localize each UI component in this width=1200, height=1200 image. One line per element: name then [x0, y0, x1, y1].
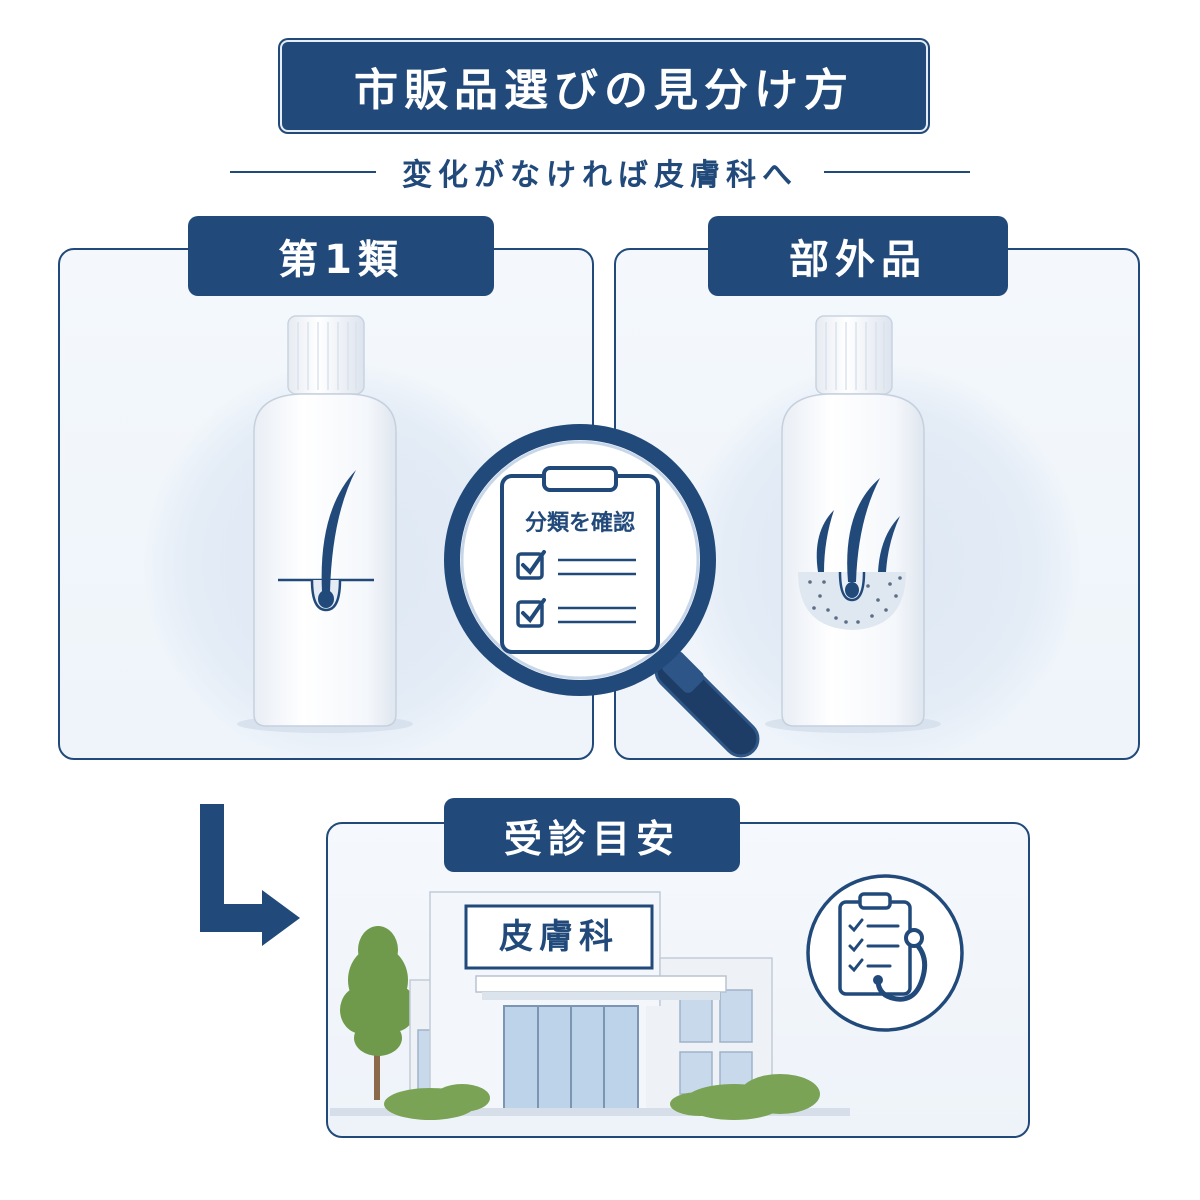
clinic-building-icon: 皮膚科: [330, 891, 850, 1120]
first-class-label: 第1類: [188, 216, 494, 296]
subtitle-row: 変化がなければ皮膚科へ: [230, 148, 970, 196]
subtitle-rule-left: [230, 171, 376, 173]
quasi-drug-label-text: 部外品: [789, 237, 927, 283]
first-class-label-text: 第1類: [278, 237, 404, 283]
clipboard-stethoscope-icon: [806, 874, 964, 1032]
title-text: 市販品選びの見分け方: [354, 65, 854, 116]
bottle-quasi-drug: [765, 315, 941, 733]
down-right-arrow-icon: [200, 804, 300, 946]
subtitle-rule-right: [824, 171, 970, 173]
clipboard-check-text: 分類を確認: [525, 510, 635, 536]
single-hair-follicle-icon: [278, 470, 374, 612]
title-banner: 市販品選びの見分け方: [280, 40, 928, 132]
clipboard-check-icon: [500, 466, 660, 654]
subtitle-text: 変化がなければ皮膚科へ: [402, 158, 798, 193]
magnifying-glass-icon: 分類を確認: [444, 424, 760, 758]
clinic-sign-text: 皮膚科: [499, 917, 619, 957]
consultation-label: 受診目安: [444, 798, 740, 872]
multiple-hair-follicles-icon: [798, 478, 906, 630]
consultation-label-text: 受診目安: [503, 816, 680, 861]
bottle-first-class: [237, 315, 413, 733]
quasi-drug-label: 部外品: [708, 216, 1008, 296]
